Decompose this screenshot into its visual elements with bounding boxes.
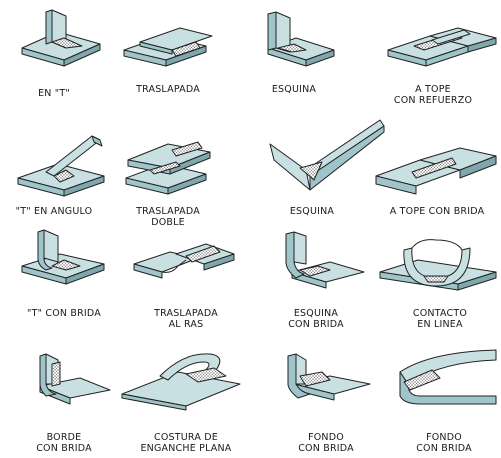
caption-line: FONDO <box>308 432 344 443</box>
caption-line: DOBLE <box>151 217 185 228</box>
caption-line: ENGANCHE PLANA <box>140 443 232 454</box>
caption-flanged-butt: A TOPE CON BRIDA <box>377 206 497 217</box>
caption-line: COSTURA DE <box>154 432 218 443</box>
butt-joint-reinforced-icon <box>387 27 497 67</box>
flush-lap-joint-icon <box>133 243 235 279</box>
corner-joint-icon <box>267 11 335 67</box>
caption-angled-t: "T" EN ANGULO <box>0 206 114 217</box>
flat-lock-seam-icon <box>121 353 241 411</box>
flanged-butt-joint-icon <box>375 147 497 195</box>
caption-line: EN LINEA <box>417 319 463 330</box>
flanged-edge-joint-icon <box>39 353 111 405</box>
caption-line: ESQUINA <box>271 84 317 95</box>
caption-line: "T" CON BRIDA <box>27 308 101 319</box>
lap-joint-icon <box>123 27 213 67</box>
t-joint-icon <box>21 9 101 67</box>
caption-open-corner: ESQUINA <box>252 206 372 217</box>
caption-flanged-t: "T" CON BRIDA <box>4 308 124 319</box>
caption-line: CON REFUERZO <box>393 95 473 106</box>
caption-line: A TOPE CON BRIDA <box>389 206 485 217</box>
caption-line: CON BRIDA <box>288 319 344 330</box>
caption-line: TRASLAPADA <box>136 84 200 95</box>
flanged-t-joint-icon <box>21 229 105 285</box>
caption-line: FONDO <box>426 432 462 443</box>
caption-line: ESQUINA <box>289 206 335 217</box>
caption-line: BORDE <box>46 432 82 443</box>
open-corner-joint-icon <box>269 119 385 191</box>
flanged-bottom-joint-icon <box>287 353 371 401</box>
caption-t-joint: EN "T" <box>0 88 114 99</box>
caption-line: ESQUINA <box>293 308 339 319</box>
caption-line: AL RAS <box>168 319 204 330</box>
double-lap-joint-icon <box>125 141 211 195</box>
caption-line: CON BRIDA <box>298 443 354 454</box>
caption-line: TRASLAPADA <box>154 308 218 319</box>
caption-line: CONTACTO <box>412 308 468 319</box>
angled-t-joint-icon <box>17 135 105 197</box>
caption-line: CON BRIDA <box>36 443 92 454</box>
caption-line: TRASLAPADA <box>136 206 200 217</box>
caption-line: A TOPE <box>415 84 451 95</box>
caption-line: "T" EN ANGULO <box>15 206 93 217</box>
caption-lap-joint: TRASLAPADA <box>108 84 228 95</box>
caption-line: CON BRIDA <box>416 443 472 454</box>
caption-line: EN "T" <box>38 88 70 99</box>
flanged-corner-joint-icon <box>285 231 365 289</box>
caption-corner-joint: ESQUINA <box>234 84 354 95</box>
line-contact-joint-icon <box>379 239 497 291</box>
curved-flanged-bottom-icon <box>399 349 497 405</box>
